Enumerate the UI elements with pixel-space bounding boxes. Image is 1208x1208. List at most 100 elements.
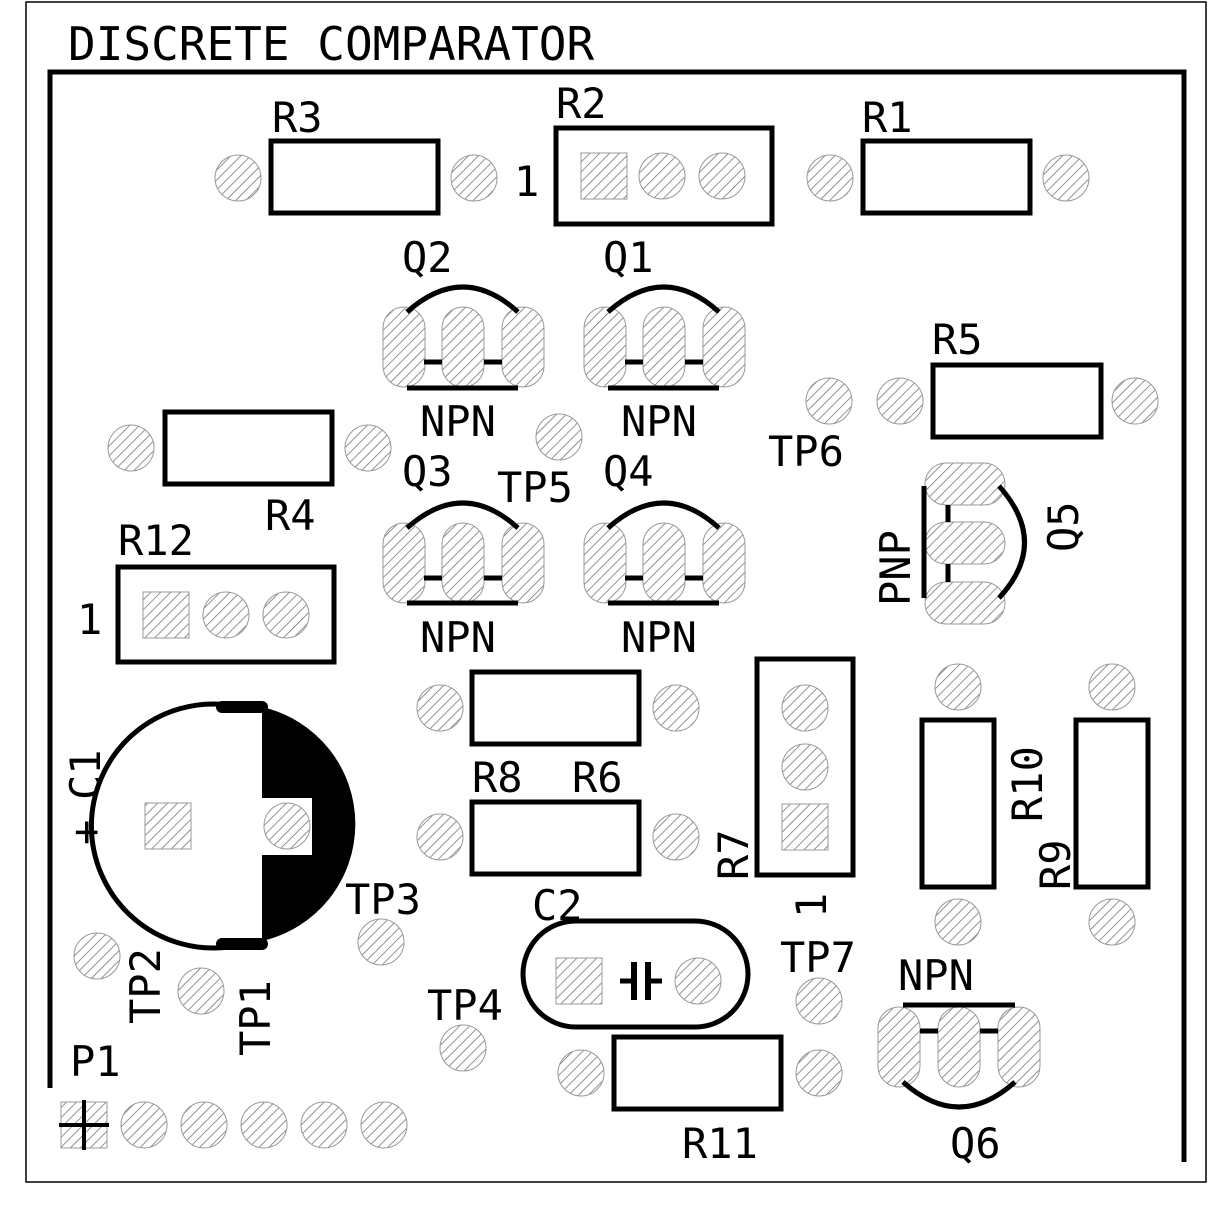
- pad: [805, 377, 853, 425]
- label-r5: R5: [932, 315, 983, 364]
- testpoint-tp5[interactable]: TP5: [497, 413, 583, 512]
- testpoint-tp7[interactable]: TP7: [780, 933, 856, 1025]
- pad: [177, 967, 225, 1015]
- pad-square: [555, 957, 603, 1005]
- transistor-q3[interactable]: Q3 NPN: [382, 447, 545, 662]
- silk-frame: [47, 69, 1187, 1162]
- pad: [107, 424, 155, 472]
- body-outline: [88, 701, 230, 951]
- pad-oval: [382, 306, 426, 388]
- resistor-r5[interactable]: R5: [876, 315, 1159, 440]
- potentiometer-r7[interactable]: R7 1: [709, 656, 856, 918]
- transistor-q4[interactable]: Q4 NPN: [583, 447, 746, 662]
- body-outline: [860, 138, 1033, 216]
- pad-oval: [702, 306, 746, 388]
- pad: [263, 802, 311, 850]
- testpoint-tp4[interactable]: TP4: [427, 981, 503, 1072]
- pad-oval: [924, 581, 1006, 625]
- pad-oval: [441, 306, 485, 388]
- polarity-plus: +: [61, 820, 110, 845]
- transistor-q5[interactable]: Q5 PNP: [871, 462, 1088, 625]
- label-c2: C2: [532, 881, 583, 930]
- pad: [557, 1049, 605, 1097]
- pad: [698, 152, 746, 200]
- testpoint-tp2[interactable]: TP2: [73, 932, 170, 1024]
- label-r8: R8: [472, 753, 523, 802]
- pad-oval: [583, 522, 627, 604]
- pad: [934, 663, 982, 711]
- pad-square: [781, 803, 829, 851]
- pad-oval: [441, 522, 485, 604]
- label-r1: R1: [862, 93, 913, 142]
- label-tp3: TP3: [345, 875, 421, 924]
- potentiometer-r12[interactable]: R12 1: [77, 516, 337, 665]
- label-tp5: TP5: [497, 463, 573, 512]
- pad: [674, 957, 722, 1005]
- resistor-r8[interactable]: R8: [416, 669, 700, 802]
- resistor-r9[interactable]: R9: [1031, 663, 1151, 946]
- pad-oval: [997, 1006, 1041, 1088]
- board-outline: [25, 1, 1207, 1183]
- transistor-q6[interactable]: NPN Q6: [877, 951, 1041, 1168]
- testpoint-tp1[interactable]: TP1: [177, 967, 280, 1056]
- pad-oval: [501, 522, 545, 604]
- resistor-r6[interactable]: R6: [416, 753, 700, 877]
- label-r6: R6: [572, 753, 623, 802]
- label-p1: P1: [70, 1037, 121, 1086]
- body-arc: [606, 284, 721, 314]
- resistor-r4[interactable]: R4: [107, 409, 392, 540]
- pad: [652, 813, 700, 861]
- pad: [781, 684, 829, 732]
- resistor-r3[interactable]: R3: [214, 93, 498, 216]
- connector-p1[interactable]: P1: [59, 1037, 408, 1150]
- body-outline: [469, 669, 642, 747]
- pad-oval: [642, 306, 686, 388]
- board-title: DISCRETE COMPARATOR: [68, 17, 594, 71]
- label-r9: R9: [1031, 839, 1080, 890]
- type-q2: NPN: [420, 397, 496, 446]
- testpoint-tp6[interactable]: TP6: [768, 377, 853, 476]
- pad-oval: [937, 1006, 981, 1088]
- capacitor-c1[interactable]: C1 +: [61, 701, 356, 951]
- pad: [1042, 154, 1090, 202]
- pad: [416, 684, 464, 732]
- resistor-r10[interactable]: R10: [919, 663, 1052, 946]
- pad: [416, 813, 464, 861]
- pad: [344, 424, 392, 472]
- pad-oval: [702, 522, 746, 604]
- type-q4: NPN: [621, 613, 697, 662]
- label-q5: Q5: [1039, 501, 1088, 552]
- capacitor-c2[interactable]: C2: [520, 881, 751, 1030]
- pad: [360, 1101, 408, 1149]
- pad-oval: [642, 522, 686, 604]
- transistor-q1[interactable]: Q1 NPN: [583, 233, 746, 446]
- resistor-r1[interactable]: R1: [806, 93, 1090, 216]
- resistor-r11[interactable]: R11: [557, 1034, 843, 1168]
- potentiometer-r2[interactable]: R2 1: [514, 79, 775, 227]
- label-tp1: TP1: [231, 980, 280, 1056]
- transistor-q2[interactable]: Q2 NPN: [382, 233, 545, 446]
- body-outline: [919, 717, 997, 890]
- label-r3: R3: [272, 93, 323, 142]
- label-tp4: TP4: [427, 981, 503, 1030]
- pad: [439, 1024, 487, 1072]
- pad: [795, 977, 843, 1025]
- type-q3: NPN: [420, 613, 496, 662]
- label-r7: R7: [709, 829, 758, 880]
- pad: [202, 591, 250, 639]
- pin1-marker: 1: [514, 157, 539, 206]
- label-r12: R12: [118, 516, 194, 565]
- body-outline: [1073, 717, 1151, 890]
- label-c1: C1: [61, 749, 110, 800]
- pad: [652, 684, 700, 732]
- pad: [120, 1101, 168, 1149]
- label-r10: R10: [1003, 746, 1052, 822]
- testpoint-tp3[interactable]: TP3: [345, 875, 421, 966]
- pad-oval: [924, 521, 1006, 565]
- body-arc: [901, 1080, 1017, 1110]
- pad: [180, 1101, 228, 1149]
- pad: [806, 154, 854, 202]
- polarity-band: [262, 707, 356, 941]
- body-arc: [405, 284, 520, 314]
- pad-oval: [583, 306, 627, 388]
